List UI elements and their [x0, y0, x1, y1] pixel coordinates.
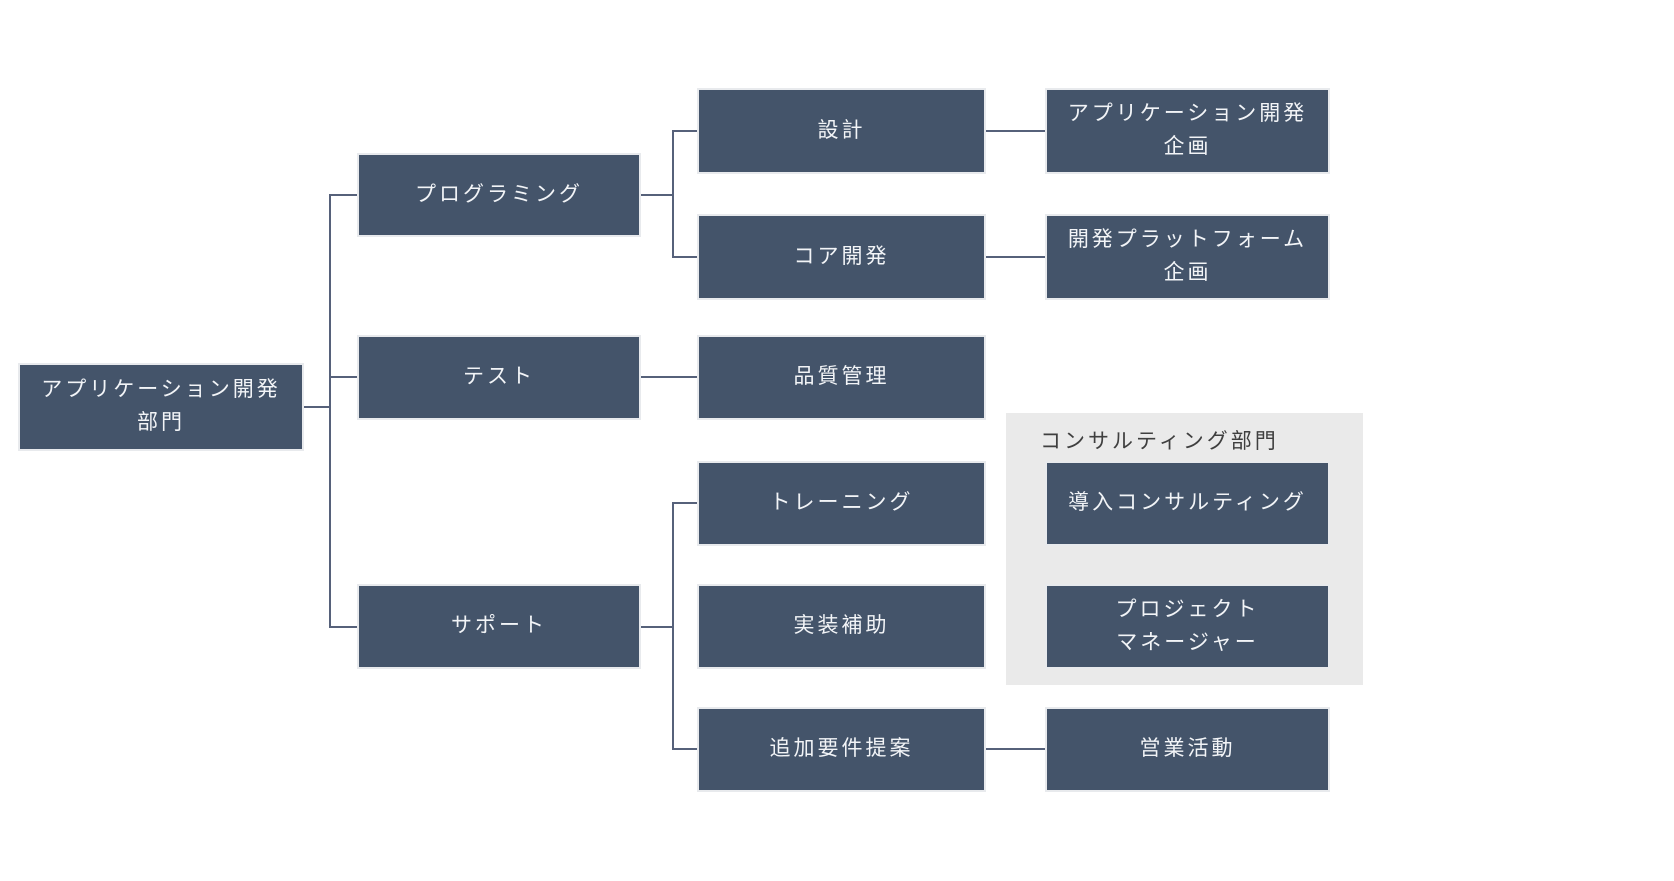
- node-label: プロジェクト: [1115, 597, 1260, 621]
- node-label: マネージャー: [1116, 630, 1259, 654]
- node-label: 開発プラットフォーム: [1067, 228, 1308, 252]
- node-project-manager[interactable]: プロジェクト マネージャー: [1045, 584, 1330, 669]
- node-label: 企画: [1163, 135, 1212, 158]
- node-label: アプリケーション開発: [41, 378, 281, 402]
- node-training[interactable]: トレーニング: [697, 461, 986, 546]
- node-app-dev-planning[interactable]: アプリケーション開発 企画: [1045, 88, 1330, 174]
- node-label: トレーニング: [769, 491, 914, 515]
- connector-stub-programming: [330, 194, 357, 196]
- connector-programming-elbow-h: [641, 194, 674, 196]
- node-label: サポート: [451, 614, 547, 638]
- connector-stub-additional-req: [673, 748, 697, 750]
- connector-additional-req-sales: [986, 748, 1045, 750]
- connector-stub-training: [673, 502, 697, 504]
- connector-programming-elbow-v: [672, 130, 674, 258]
- connector-root-trunk: [304, 406, 331, 408]
- node-label: 実装補助: [793, 614, 890, 638]
- node-label: プログラミング: [415, 182, 583, 206]
- node-label: テスト: [463, 365, 535, 389]
- connector-test-quality: [641, 376, 697, 378]
- node-dev-platform-planning[interactable]: 開発プラットフォーム 企画: [1045, 214, 1330, 300]
- node-sales-activity[interactable]: 営業活動: [1045, 707, 1330, 792]
- node-label: 部門: [137, 411, 185, 434]
- connector-stub-design: [673, 130, 697, 132]
- connector-stub-support: [330, 626, 357, 628]
- node-label: 品質管理: [793, 365, 890, 389]
- connector-stub-test: [330, 376, 357, 378]
- node-label: 企画: [1163, 261, 1212, 284]
- node-intro-consulting[interactable]: 導入コンサルティング: [1045, 461, 1330, 546]
- node-label: 営業活動: [1139, 737, 1236, 761]
- node-additional-requirements[interactable]: 追加要件提案: [697, 707, 986, 792]
- node-support[interactable]: サポート: [357, 584, 641, 669]
- connector-support-elbow-h: [641, 626, 674, 628]
- connector-stub-core-dev: [673, 256, 697, 258]
- node-label: 導入コンサルティング: [1068, 491, 1307, 515]
- node-implementation-support[interactable]: 実装補助: [697, 584, 986, 669]
- connector-support-elbow-v: [672, 502, 674, 750]
- node-label: コア開発: [793, 244, 890, 268]
- node-app-dev-department[interactable]: アプリケーション開発 部門: [18, 363, 304, 451]
- consulting-department-title: コンサルティング部門: [1040, 430, 1279, 453]
- node-programming[interactable]: プログラミング: [357, 153, 641, 237]
- connector-design-app-dev-planning: [986, 130, 1045, 132]
- node-design[interactable]: 設計: [697, 88, 986, 174]
- connector-trunk-vertical: [329, 194, 331, 628]
- node-test[interactable]: テスト: [357, 335, 641, 420]
- connector-core-dev-platform-planning: [986, 256, 1045, 258]
- node-label: アプリケーション開発: [1067, 102, 1308, 126]
- node-core-dev[interactable]: コア開発: [697, 214, 986, 300]
- node-quality-management[interactable]: 品質管理: [697, 335, 986, 420]
- node-label: 追加要件提案: [769, 737, 914, 761]
- node-label: 設計: [817, 118, 866, 142]
